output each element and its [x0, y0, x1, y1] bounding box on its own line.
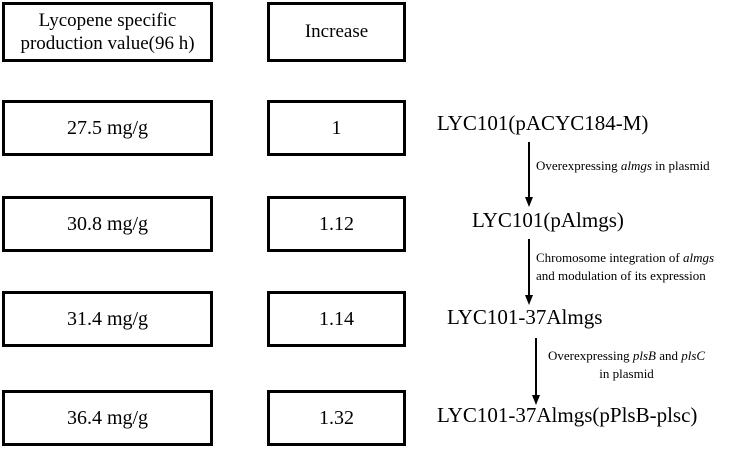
increase-text-row-1: 1: [331, 116, 342, 139]
value-box-row-3: 31.4 mg/g: [2, 291, 213, 347]
value-text-row-4: 36.4 mg/g: [66, 406, 149, 429]
transition-annotation-3-line1: Overexpressing plsB and plsC: [548, 347, 705, 365]
header-increase-label: Increase: [304, 21, 369, 43]
annot-3-gene1: plsB: [632, 348, 656, 363]
increase-text-row-2: 1.12: [319, 212, 354, 235]
annot-1-gene: almgs: [620, 158, 652, 173]
transition-annotation-3-line2: in plasmid: [548, 365, 705, 383]
header-value-line2: production value(96 h): [20, 33, 195, 54]
down-arrow-icon-1: [528, 142, 530, 198]
transition-annotation-3: Overexpressing plsB and plsC in plasmid: [548, 347, 705, 382]
increase-box-row-3: 1.14: [267, 291, 406, 347]
transition-annotation-2: Chromosome integration of almgs and modu…: [536, 249, 714, 284]
value-box-row-2: 30.8 mg/g: [2, 196, 213, 252]
transition-annotation-1: Overexpressing almgs in plasmid: [536, 157, 710, 175]
increase-text-row-4: 1.32: [319, 406, 354, 429]
annot-3-mid: and: [655, 348, 682, 363]
annot-3-pre: Overexpressing: [548, 348, 633, 363]
value-text-row-3: 31.4 mg/g: [66, 307, 149, 330]
down-arrow-icon-2: [528, 239, 530, 296]
annot-2-gene: almgs: [682, 250, 715, 265]
value-text-row-1: 27.5 mg/g: [66, 116, 149, 139]
header-increase-column: Increase: [267, 2, 406, 62]
increase-box-row-1: 1: [267, 100, 406, 156]
annot-3-line2: in plasmid: [599, 365, 654, 381]
down-arrow-icon-3: [535, 338, 537, 396]
value-box-row-1: 27.5 mg/g: [2, 100, 213, 156]
increase-text-row-3: 1.14: [319, 307, 354, 330]
transition-annotation-2-line2: and modulation of its expression: [536, 267, 714, 285]
strain-label-row-3: LYC101-37Almgs: [447, 305, 603, 329]
value-text-row-2: 30.8 mg/g: [66, 212, 149, 235]
annot-2-pre: Chromosome integration of: [536, 250, 683, 265]
increase-box-row-2: 1.12: [267, 196, 406, 252]
transition-annotation-2-line1: Chromosome integration of almgs: [536, 249, 714, 267]
increase-box-row-4: 1.32: [267, 390, 406, 446]
annot-3-gene2: plsC: [681, 348, 706, 363]
strain-label-row-1: LYC101(pACYC184-M): [437, 111, 649, 135]
transition-annotation-1-line1: Overexpressing almgs in plasmid: [536, 157, 710, 175]
header-value-column: Lycopene specific production value(96 h): [2, 2, 213, 62]
annot-2-line2: and modulation of its expression: [536, 267, 706, 283]
strain-label-row-4: LYC101-37Almgs(pPlsB-plsc): [437, 403, 698, 427]
annot-1-post: in plasmid: [651, 158, 710, 173]
strain-label-row-2: LYC101(pAlmgs): [472, 208, 624, 232]
header-value-line1: Lycopene specific: [38, 9, 177, 31]
annot-1-pre: Overexpressing: [536, 158, 621, 173]
value-box-row-4: 36.4 mg/g: [2, 390, 213, 446]
